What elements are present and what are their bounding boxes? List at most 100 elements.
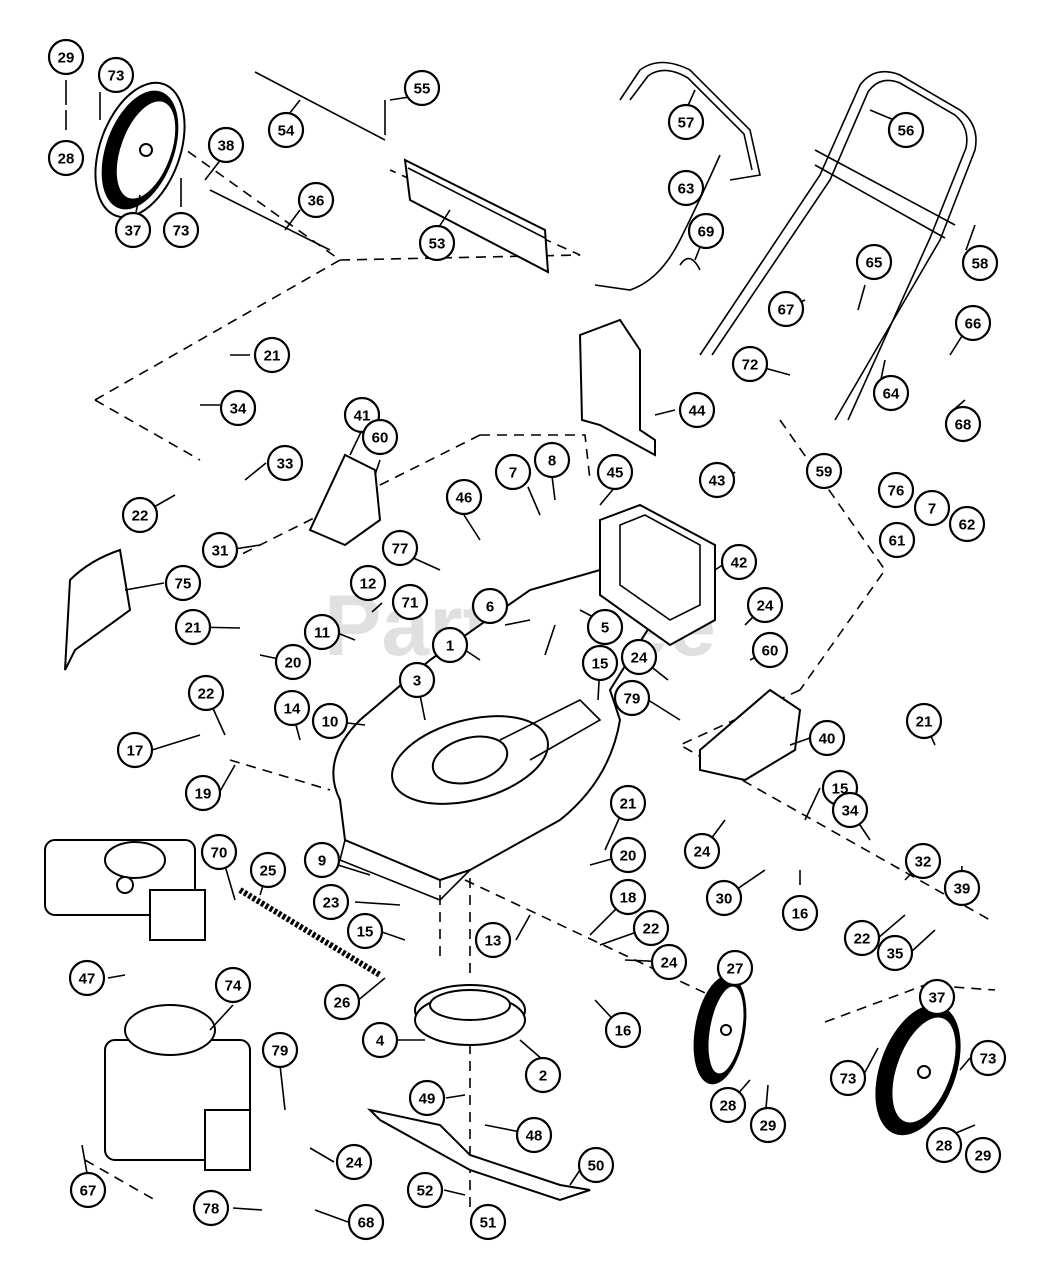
callout-circle <box>609 836 647 874</box>
callout-number: 7 <box>509 465 517 482</box>
engine-lower <box>104 1004 251 1171</box>
callout-29-3: 29 <box>964 1136 1002 1174</box>
callout-circle <box>876 934 914 972</box>
callout-18: 18 <box>609 878 647 916</box>
callout-circle <box>303 841 341 879</box>
callout-9: 9 <box>303 841 341 879</box>
callout-49: 49 <box>408 1079 446 1117</box>
callout-circle <box>808 719 846 757</box>
callout-58: 58 <box>961 244 999 282</box>
callout-3: 3 <box>398 661 436 699</box>
callout-number: 12 <box>360 576 377 593</box>
callout-circle <box>469 1203 507 1241</box>
callout-number: 73 <box>108 68 125 85</box>
callout-circle <box>751 631 789 669</box>
callout-number: 73 <box>980 1051 997 1068</box>
callout-number: 13 <box>485 933 502 950</box>
callout-16-2: 16 <box>604 1011 642 1049</box>
callout-number: 72 <box>742 357 759 374</box>
callout-63: 63 <box>667 169 705 207</box>
callout-number: 18 <box>620 890 637 907</box>
callout-45: 45 <box>596 453 634 491</box>
callout-5: 5 <box>586 608 624 646</box>
callout-number: 22 <box>198 686 215 703</box>
callout-39: 39 <box>943 869 981 907</box>
callout-number: 30 <box>716 891 733 908</box>
callout-number: 57 <box>678 115 695 132</box>
callout-circle <box>731 345 769 383</box>
callout-number: 75 <box>175 576 192 593</box>
callout-61: 61 <box>878 521 916 559</box>
callout-77: 77 <box>381 529 419 567</box>
callout-circle <box>954 304 992 342</box>
callout-number: 67 <box>80 1183 97 1200</box>
callout-number: 24 <box>661 955 678 972</box>
callout-circle <box>381 529 419 567</box>
callout-number: 69 <box>698 224 715 241</box>
callout-circle <box>905 702 943 740</box>
callout-55: 55 <box>403 69 441 107</box>
callout-number: 45 <box>607 465 624 482</box>
callout-7: 7 <box>494 453 532 491</box>
callout-21-3: 21 <box>609 784 647 822</box>
callout-40: 40 <box>808 719 846 757</box>
handle-upper <box>699 70 977 421</box>
callout-28-2: 28 <box>709 1086 747 1124</box>
bail-lever <box>619 61 761 181</box>
callout-circle <box>746 586 784 624</box>
callout-6: 6 <box>471 587 509 625</box>
callout-number: 52 <box>417 1183 434 1200</box>
callout-number: 22 <box>132 508 149 525</box>
wheel-rear-left <box>94 81 186 219</box>
callout-20: 20 <box>274 643 312 681</box>
callout-circle <box>162 211 200 249</box>
callout-circle <box>249 851 287 889</box>
callout-number: 21 <box>620 796 637 813</box>
callout-51: 51 <box>469 1203 507 1241</box>
callout-number: 26 <box>334 995 351 1012</box>
callout-28: 28 <box>47 139 85 177</box>
callout-circle <box>767 290 805 328</box>
callout-number: 73 <box>173 223 190 240</box>
callout-number: 9 <box>318 853 326 870</box>
callout-number: 58 <box>972 256 989 273</box>
callout-number: 22 <box>643 921 660 938</box>
callout-circle <box>274 643 312 681</box>
callout-circle <box>303 613 341 651</box>
control-plate-42 <box>599 503 716 647</box>
callout-circle <box>323 983 361 1021</box>
callout-number: 42 <box>731 555 748 572</box>
callout-number: 29 <box>760 1118 777 1135</box>
callout-circle <box>347 1203 385 1241</box>
callout-60: 60 <box>361 418 399 456</box>
wheel-front-right <box>875 1004 961 1136</box>
callout-number: 24 <box>631 650 648 667</box>
callout-number: 77 <box>392 541 409 558</box>
callout-circle <box>577 1146 615 1184</box>
callout-47: 47 <box>68 959 106 997</box>
callout-number: 35 <box>887 946 904 963</box>
callout-number: 17 <box>127 743 144 760</box>
callout-circle <box>581 644 619 682</box>
callout-circle <box>705 879 743 917</box>
callout-number: 50 <box>588 1158 605 1175</box>
callout-12: 12 <box>349 564 387 602</box>
callout-circle <box>533 441 571 479</box>
callout-circle <box>749 1106 787 1144</box>
callout-circle <box>913 489 951 527</box>
callout-circle <box>200 833 238 871</box>
callout-circle <box>904 842 942 880</box>
callout-79-2: 79 <box>261 1031 299 1069</box>
rear-axle-rod <box>209 71 386 251</box>
callout-46: 46 <box>445 478 483 516</box>
callout-37-2: 37 <box>918 978 956 1016</box>
callout-circle <box>609 878 647 916</box>
callout-circle <box>632 909 670 947</box>
callout-circle <box>174 608 212 646</box>
callout-circle <box>678 391 716 429</box>
callout-number: 11 <box>314 625 330 642</box>
callout-number: 71 <box>402 595 419 612</box>
callout-16: 16 <box>781 894 819 932</box>
callout-70: 70 <box>200 833 238 871</box>
callout-number: 21 <box>916 714 933 731</box>
